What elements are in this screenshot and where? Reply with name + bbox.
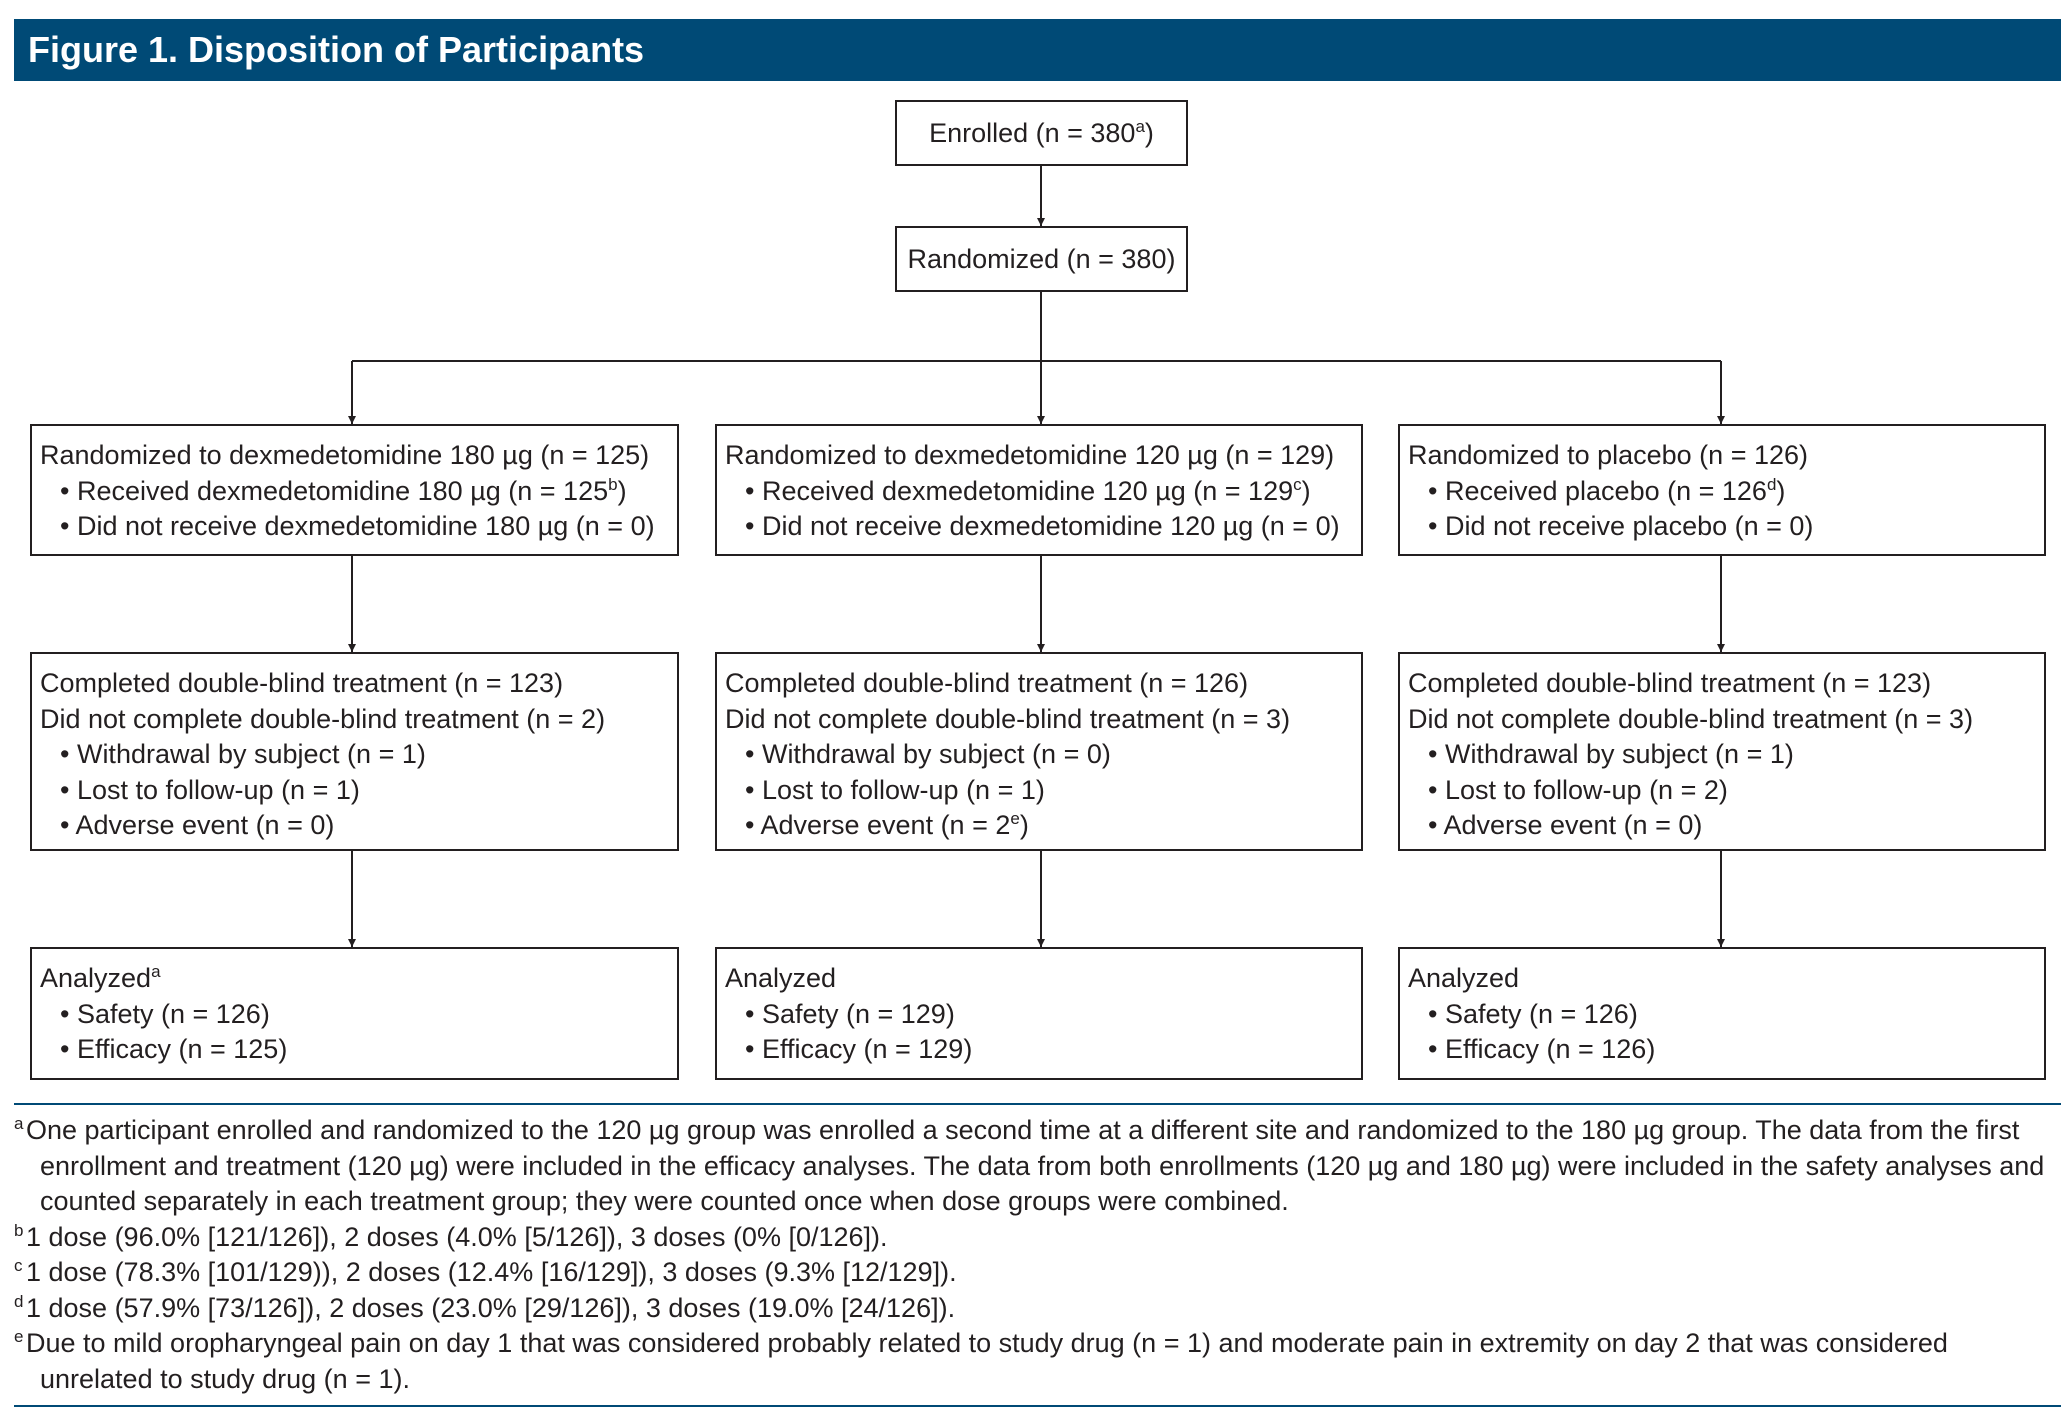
arm-2-randomized-box: Randomized to dexmedetomidine 120 µg (n …	[715, 424, 1363, 556]
figure-title: Figure 1. Disposition of Participants	[28, 29, 645, 70]
arm-3-completion-box: Completed double-blind treatment (n = 12…	[1398, 652, 2046, 851]
footnote-e: eDue to mild oropharyngeal pain on day 1…	[14, 1327, 1948, 1394]
arm-2-safety-line: • Safety (n = 129)	[745, 998, 955, 1029]
arm-1-analyzed-label: Analyzeda	[40, 962, 161, 993]
arm-3-completed-line: Completed double-blind treatment (n = 12…	[1408, 668, 1932, 698]
arm-3-lost-line: • Lost to follow-up (n = 2)	[1428, 774, 1728, 805]
footnote-b: b1 dose (96.0% [121/126]), 2 doses (4.0%…	[14, 1220, 888, 1252]
arm-2-received-line: • Received dexmedetomidine 120 µg (n = 1…	[745, 474, 1311, 506]
arm-1-not-received-line: • Did not receive dexmedetomidine 180 µg…	[60, 511, 655, 541]
arm-2-completed-line: Completed double-blind treatment (n = 12…	[725, 668, 1249, 698]
enrolled-label: Enrolled (n = 380a)	[929, 116, 1154, 148]
arm-1-randomized-header: Randomized to dexmedetomidine 180 µg (n …	[40, 440, 650, 470]
arm-2-randomized-header: Randomized to dexmedetomidine 120 µg (n …	[725, 440, 1335, 470]
footnotes-top-rule	[14, 1103, 2061, 1105]
arm-3-safety-line: • Safety (n = 126)	[1428, 998, 1638, 1029]
arm-1-safety-line: • Safety (n = 126)	[60, 998, 270, 1029]
randomized-box: Randomized (n = 380)	[895, 226, 1188, 292]
arm-1-adverse-line: • Adverse event (n = 0)	[60, 810, 335, 840]
arm-1-withdrawal-line: • Withdrawal by subject (n = 1)	[60, 739, 426, 769]
figure-title-bar: Figure 1. Disposition of Participants	[14, 19, 2061, 81]
arm-2-not-received-line: • Did not receive dexmedetomidine 120 µg…	[745, 511, 1340, 541]
arm-1-analyzed-box: Analyzeda • Safety (n = 126) • Efficacy …	[30, 947, 679, 1080]
arm-2-completion-box: Completed double-blind treatment (n = 12…	[715, 652, 1363, 851]
arm-3-efficacy-line: • Efficacy (n = 126)	[1428, 1034, 1656, 1064]
arm-3-analyzed-label: Analyzed	[1408, 963, 1520, 993]
arm-1-randomized-box: Randomized to dexmedetomidine 180 µg (n …	[30, 424, 679, 556]
arm-3-not-completed-line: Did not complete double-blind treatment …	[1408, 703, 1974, 734]
arm-2-not-completed-line: Did not complete double-blind treatment …	[725, 703, 1291, 734]
arm-1-received-line: • Received dexmedetomidine 180 µg (n = 1…	[60, 474, 627, 506]
arm-3-received-line: • Received placebo (n = 126d)	[1428, 474, 1786, 506]
arm-3-not-received-line: • Did not receive placebo (n = 0)	[1428, 511, 1814, 541]
arm-3-randomized-box: Randomized to placebo (n = 126) • Receiv…	[1398, 424, 2046, 556]
arm-3-randomized-header: Randomized to placebo (n = 126)	[1408, 440, 1809, 470]
footnote-d: d1 dose (57.9% [73/126]), 2 doses (23.0%…	[14, 1291, 956, 1323]
footnotes: aOne participant enrolled and randomized…	[14, 1113, 2054, 1397]
arm-2-analyzed-label: Analyzed	[725, 963, 837, 993]
arm-2-withdrawal-line: • Withdrawal by subject (n = 0)	[745, 739, 1111, 769]
enrolled-box: Enrolled (n = 380a)	[895, 100, 1188, 166]
footnotes-bottom-rule	[14, 1405, 2061, 1407]
arm-3-withdrawal-line: • Withdrawal by subject (n = 1)	[1428, 739, 1794, 769]
arm-2-analyzed-box: Analyzed • Safety (n = 129) • Efficacy (…	[715, 947, 1363, 1080]
arm-3-adverse-line: • Adverse event (n = 0)	[1428, 810, 1703, 840]
arm-1-not-completed-line: Did not complete double-blind treatment …	[40, 703, 606, 734]
arm-2-lost-line: • Lost to follow-up (n = 1)	[745, 774, 1045, 805]
arm-1-lost-line: • Lost to follow-up (n = 1)	[60, 774, 360, 805]
arm-2-adverse-line: • Adverse event (n = 2e)	[745, 809, 1029, 840]
arm-1-completed-line: Completed double-blind treatment (n = 12…	[40, 668, 564, 698]
arm-1-efficacy-line: • Efficacy (n = 125)	[60, 1034, 288, 1064]
arm-3-analyzed-box: Analyzed • Safety (n = 126) • Efficacy (…	[1398, 947, 2046, 1080]
arm-2-efficacy-line: • Efficacy (n = 129)	[745, 1034, 973, 1064]
randomized-label: Randomized (n = 380)	[907, 243, 1176, 274]
footnote-a: aOne participant enrolled and randomized…	[14, 1114, 2045, 1216]
arm-1-completion-box: Completed double-blind treatment (n = 12…	[30, 652, 679, 851]
